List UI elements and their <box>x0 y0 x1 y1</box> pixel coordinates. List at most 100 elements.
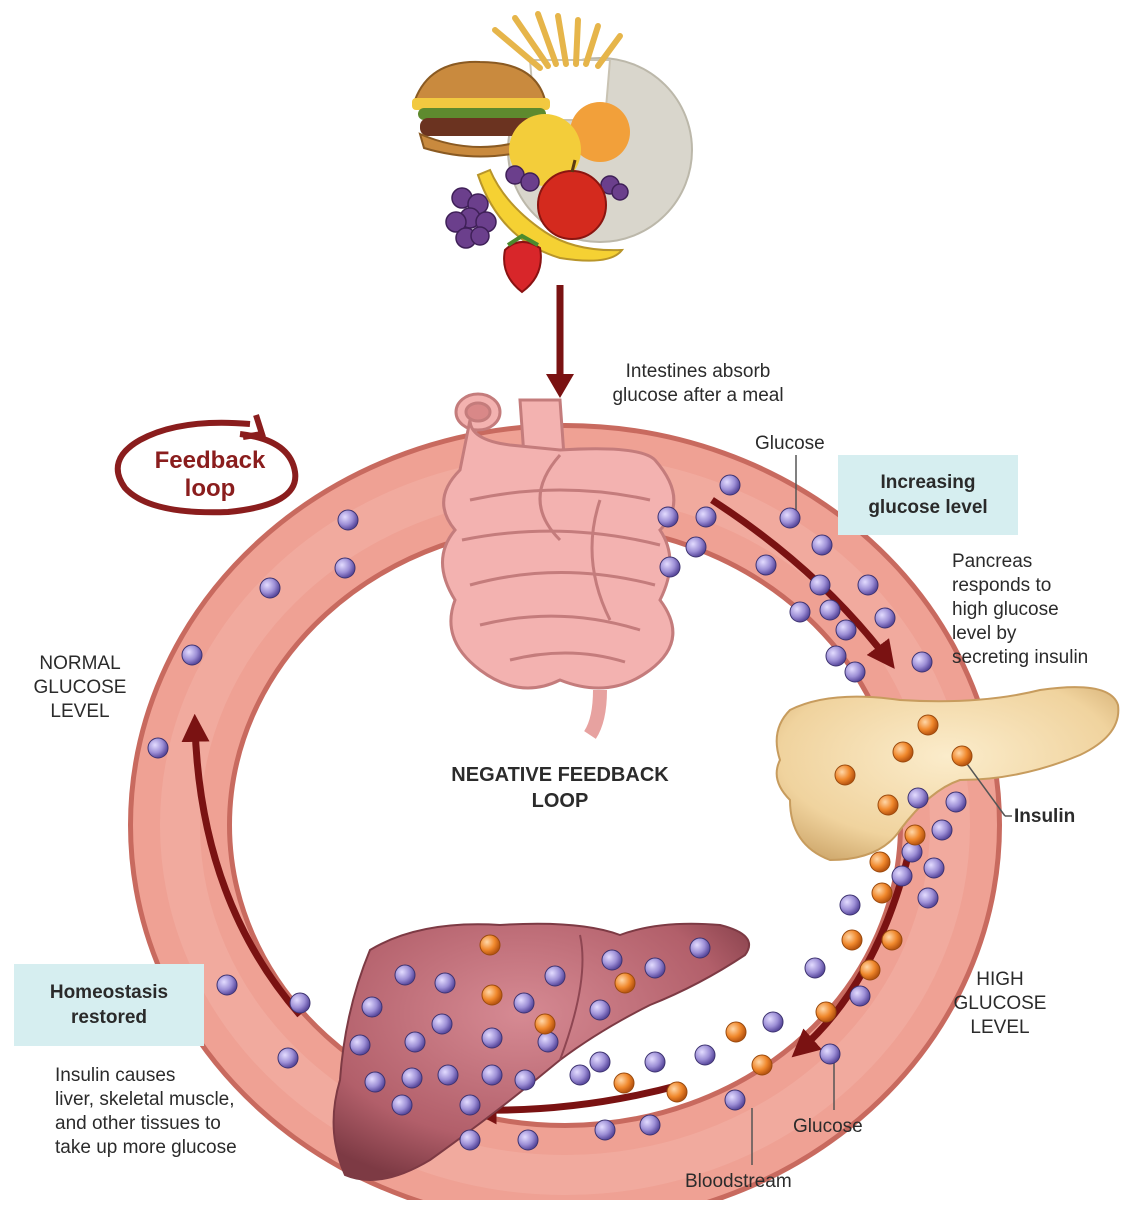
grapes-icon <box>445 165 629 249</box>
glucose-molecule <box>601 949 623 971</box>
glucose-molecule <box>809 574 831 596</box>
glucose-molecule <box>437 1064 459 1086</box>
glucose-molecule <box>544 965 566 987</box>
glucose-molecule <box>481 1064 503 1086</box>
glucose-molecule <box>481 1027 503 1049</box>
glucose-molecule <box>537 1031 559 1053</box>
label-normal-glucose: NORMAL GLUCOSE LEVEL <box>33 653 127 722</box>
glucose-molecule <box>819 1043 841 1065</box>
glucose-molecule <box>931 819 953 841</box>
insulin-molecule <box>479 934 501 956</box>
glucose-molecule <box>694 1044 716 1066</box>
glucose-molecule <box>857 574 879 596</box>
glucose-molecule <box>819 599 841 621</box>
glucose-molecule <box>911 651 933 673</box>
glucose-molecule <box>404 1031 426 1053</box>
glucose-molecule <box>431 1013 453 1035</box>
glucose-molecule <box>779 507 801 529</box>
insulin-molecule <box>904 824 926 846</box>
glucose-molecule <box>589 1051 611 1073</box>
glucose-molecule <box>334 557 356 579</box>
glucose-molecule <box>839 894 861 916</box>
insulin-molecule <box>869 851 891 873</box>
glucose-molecule <box>719 474 741 496</box>
glucose-molecule <box>391 1094 413 1116</box>
glucose-molecule <box>685 536 707 558</box>
label-glucose-bottom: Glucose <box>793 1116 863 1137</box>
label-feedback-loop: Feedback loop <box>154 447 266 502</box>
label-increasing-glucose: Increasing glucose level <box>838 455 1018 535</box>
insulin-molecule <box>877 794 899 816</box>
insulin-molecule <box>951 745 973 767</box>
glucose-molecule <box>289 992 311 1014</box>
glucose-molecule <box>945 791 967 813</box>
glucose-molecule <box>277 1047 299 1069</box>
glucose-molecule <box>891 865 913 887</box>
glucose-molecule <box>644 957 666 979</box>
orange-icon <box>509 102 630 186</box>
leader-lines <box>751 455 1012 1165</box>
glucose-molecule <box>874 607 896 629</box>
glucose-molecule <box>844 661 866 683</box>
label-intestines-absorb: Intestines absorb glucose after a meal <box>612 361 784 406</box>
food-illustration <box>412 11 693 294</box>
glucose-molecule <box>594 1119 616 1141</box>
glucose-molecule <box>835 619 857 641</box>
glucose-molecule <box>147 737 169 759</box>
insulin-molecule <box>917 714 939 736</box>
label-high-glucose: HIGH GLUCOSE LEVEL <box>953 969 1047 1038</box>
insulin-molecule <box>834 764 856 786</box>
insulin-molecule <box>613 1072 635 1094</box>
insulin-molecule <box>881 929 903 951</box>
insulin-molecule <box>725 1021 747 1043</box>
arrow-left-up <box>181 713 303 1018</box>
glucose-molecule <box>657 506 679 528</box>
glucose-molecule <box>459 1129 481 1151</box>
glucose-molecule <box>434 972 456 994</box>
arrow-top-right <box>710 497 895 669</box>
glucose-molecule <box>724 1089 746 1111</box>
insulin-molecule <box>859 959 881 981</box>
label-negative-feedback: NEGATIVE FEEDBACK LOOP <box>451 764 669 812</box>
label-glucose-top: Glucose <box>755 433 825 454</box>
apple-icon <box>537 159 607 240</box>
glucose-molecule <box>394 964 416 986</box>
glucose-molecule <box>517 1129 539 1151</box>
insulin-molecule <box>751 1054 773 1076</box>
glucose-molecule <box>513 992 535 1014</box>
glucose-molecule <box>514 1069 536 1091</box>
pancreas-illustration <box>775 686 1120 862</box>
glucose-molecule <box>825 645 847 667</box>
glucose-molecule <box>216 974 238 996</box>
insulin-molecule <box>892 741 914 763</box>
glucose-molecule <box>811 534 833 556</box>
insulin-molecule <box>534 1013 556 1035</box>
label-homeostasis-restored: Homeostasis restored <box>14 964 204 1046</box>
glucose-molecule <box>569 1064 591 1086</box>
arrow-bottom-left <box>468 1081 681 1125</box>
glucose-molecule <box>361 996 383 1018</box>
glucose-molecule <box>459 1094 481 1116</box>
label-insulin-causes: Insulin causes liver, skeletal muscle, a… <box>55 1065 237 1158</box>
glucose-molecule <box>364 1071 386 1093</box>
glucose-molecule <box>849 985 871 1007</box>
glucose-molecule <box>695 506 717 528</box>
glucose-molecule <box>689 937 711 959</box>
glucose-molecule <box>804 957 826 979</box>
strawberry-icon <box>503 233 542 294</box>
glucose-molecule <box>659 556 681 578</box>
glucose-molecule <box>639 1114 661 1136</box>
molecule-dots <box>147 474 973 1151</box>
glucose-molecule <box>755 554 777 576</box>
glucose-molecule <box>789 601 811 623</box>
insulin-molecule <box>614 972 636 994</box>
label-pancreas-responds: Pancreas responds to high glucose level … <box>952 551 1089 668</box>
insulin-molecule <box>666 1081 688 1103</box>
meal-arrow <box>546 285 574 398</box>
insulin-molecule <box>481 984 503 1006</box>
glucose-molecule <box>259 577 281 599</box>
glucose-molecule <box>349 1034 371 1056</box>
glucose-molecule <box>644 1051 666 1073</box>
